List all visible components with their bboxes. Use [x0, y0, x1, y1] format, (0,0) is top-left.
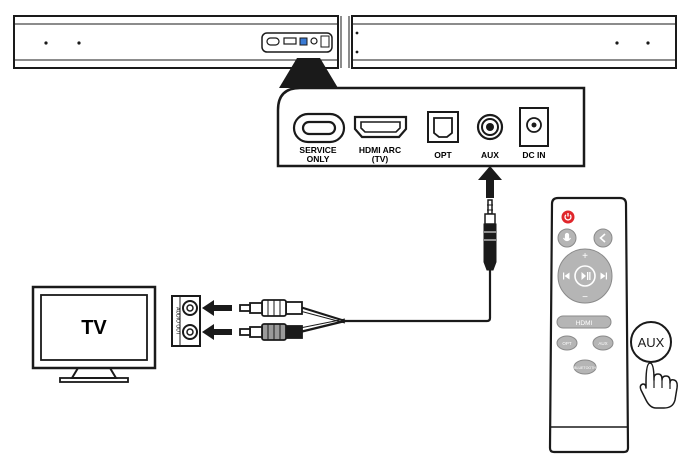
hdmi-label-line2: (TV): [372, 154, 389, 164]
aux-label: AUX: [481, 150, 499, 160]
aux-button-label: AUX: [598, 341, 607, 346]
soundbar-screws: [44, 31, 650, 54]
aux-port: [476, 113, 504, 141]
dcin-label: DC IN: [522, 150, 545, 160]
aux-arrow: [478, 166, 502, 198]
chevron-left-icon: [599, 233, 606, 243]
soundbar-mini-port-panel: [261, 32, 333, 53]
soundbar-right-half: [351, 15, 677, 69]
aux-button[interactable]: [592, 335, 614, 351]
aux-callout: [630, 321, 672, 363]
tv-audio-out-panel: [171, 295, 201, 347]
zoom-pointer: [279, 58, 338, 88]
rca-plug-bottom: [239, 323, 303, 341]
hdmi-label-line1: HDMI ARC: [359, 145, 401, 155]
service-port: [292, 112, 346, 144]
optical-port: [427, 111, 459, 143]
audio-cable: [299, 270, 492, 334]
back-button[interactable]: [593, 228, 613, 248]
hdmi-button-label: HDMI: [576, 320, 593, 327]
tv: [31, 285, 157, 383]
rca-plug-top: [239, 299, 303, 317]
aux-callout-label: AUX: [638, 335, 665, 350]
service-label-line1: SERVICE: [299, 145, 336, 155]
soundbar-left-half: [13, 15, 339, 69]
remote: + − HDMI OPT AUX BLUETOOTH: [548, 196, 630, 454]
previous-icon[interactable]: [563, 272, 570, 280]
aux-plug: [483, 199, 497, 271]
tv-bezel: [31, 285, 157, 370]
dcin-port: [519, 107, 549, 147]
service-label-line2: ONLY: [307, 154, 330, 164]
power-button[interactable]: [561, 210, 575, 224]
tv-label: TV: [81, 317, 107, 339]
volume-up-label[interactable]: +: [582, 251, 588, 262]
hdmi-button[interactable]: [556, 315, 612, 329]
hdmi-port: [353, 115, 408, 139]
audio-out-label: AUDIO OUT: [175, 307, 181, 335]
play-pause-icon: [581, 272, 591, 280]
opt-button[interactable]: [556, 335, 578, 351]
bluetooth-button-label: BLUETOOTH: [574, 366, 596, 370]
rca-arrows: [202, 300, 232, 340]
pointing-hand-icon: [639, 362, 678, 409]
next-icon[interactable]: [600, 272, 608, 280]
mic-icon: [563, 232, 571, 242]
tv-screen: [40, 294, 148, 361]
opt-label: OPT: [434, 150, 452, 160]
volume-down-label[interactable]: −: [582, 292, 588, 303]
bluetooth-button[interactable]: [573, 359, 597, 375]
opt-button-label: OPT: [562, 341, 572, 346]
soundbar: [13, 15, 677, 69]
port-panel: [276, 86, 586, 168]
power-icon: [564, 213, 572, 221]
